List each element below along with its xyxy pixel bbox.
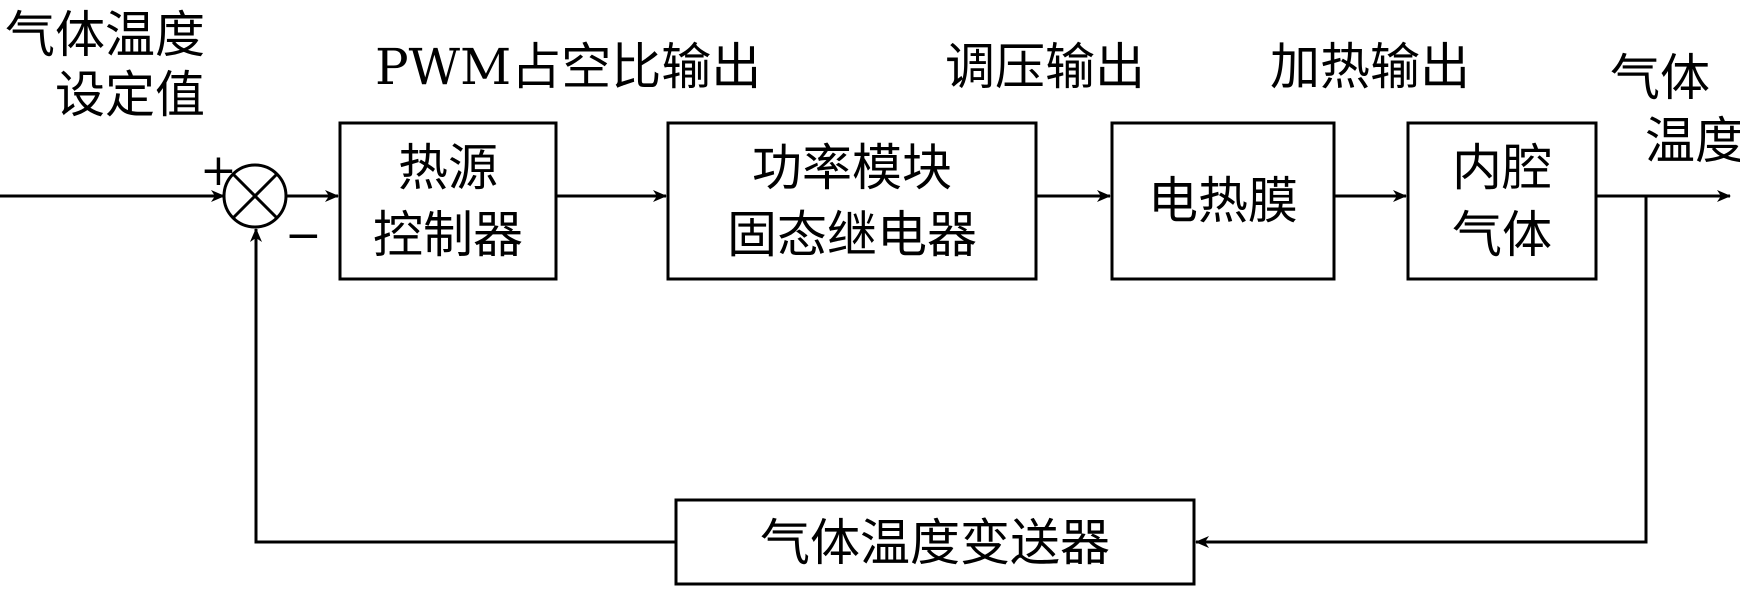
gas-temperature-transmitter-label: 气体温度变送器 bbox=[760, 514, 1110, 572]
power-module-line2: 固态继电器 bbox=[727, 206, 977, 264]
power-module-block bbox=[666, 121, 1038, 281]
output-label-line1: 气体 bbox=[1610, 49, 1710, 107]
inner-cavity-gas-line1: 内腔 bbox=[1452, 139, 1552, 197]
heat-source-controller-block bbox=[338, 121, 558, 281]
signal-pwm-label: PWM占空比输出 bbox=[375, 38, 761, 96]
setpoint-label-line2: 设定值 bbox=[55, 66, 205, 124]
heating-film-label: 电热膜 bbox=[1148, 172, 1298, 230]
heating-film-block bbox=[1110, 121, 1336, 281]
power-module-line1: 功率模块 bbox=[752, 139, 952, 197]
inner-cavity-gas-block bbox=[1406, 121, 1598, 281]
plus-sign: + bbox=[200, 145, 237, 196]
minus-sign: − bbox=[285, 210, 322, 261]
setpoint-label-line1: 气体温度 bbox=[5, 6, 205, 64]
feedback-wire-return bbox=[250, 228, 676, 544]
feedback-wire-down bbox=[1195, 196, 1648, 548]
output-label-line2: 温度 bbox=[1645, 112, 1740, 170]
signal-heating-label: 加热输出 bbox=[1270, 38, 1470, 96]
gas-temperature-transmitter-block bbox=[674, 498, 1196, 586]
inner-cavity-gas-line2: 气体 bbox=[1452, 206, 1552, 264]
heat-source-controller-line1: 热源 bbox=[398, 139, 498, 197]
heat-source-controller-line2: 控制器 bbox=[373, 206, 523, 264]
signal-voltage-label: 调压输出 bbox=[945, 38, 1145, 96]
